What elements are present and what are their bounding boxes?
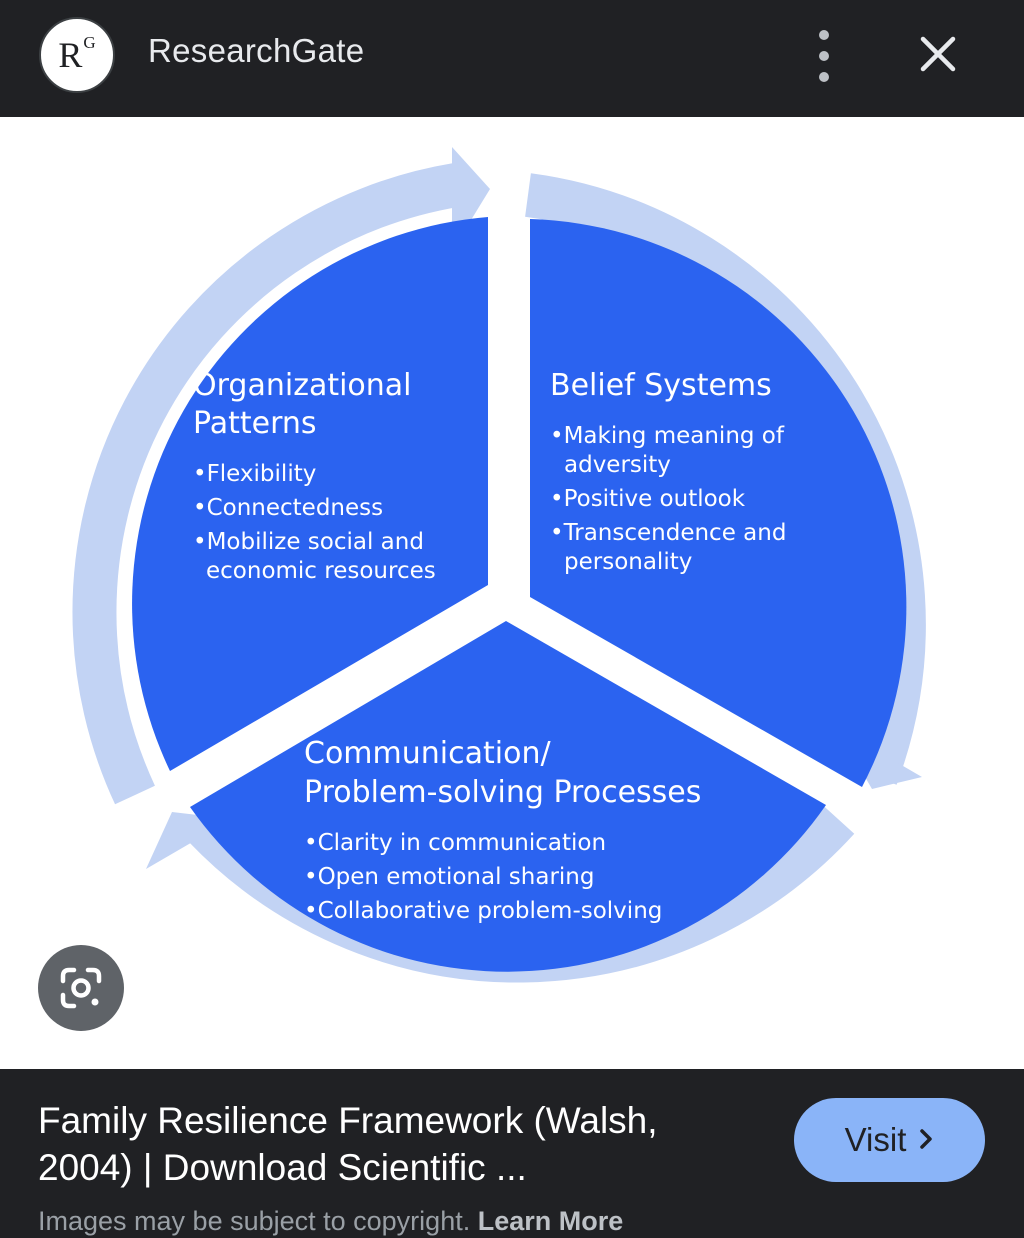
sector-communication [190,621,826,972]
more-options-button[interactable] [806,30,842,82]
result-title[interactable]: Family Resilience Framework (Walsh, 2004… [38,1097,738,1191]
close-button[interactable] [912,28,964,80]
image-preview[interactable]: Organizational Patterns •Flexibility •Co… [0,117,1024,1069]
result-title-line2: 2004) | Download Scientific ... [38,1147,527,1188]
sector-belief-systems [530,219,907,787]
org-bullet-2: •Connectedness [193,495,383,521]
org-bullet-1: •Flexibility [193,461,316,487]
logo-superscript: G [83,33,96,52]
site-name: ResearchGate [148,32,365,69]
chevron-right-icon [918,1121,934,1159]
more-vert-icon-dot [819,72,829,82]
close-icon [920,36,956,72]
org-title-line2: Patterns [193,406,317,441]
google-lens-button[interactable] [38,945,124,1031]
belief-title: Belief Systems [550,368,772,403]
copyright-notice: Images may be subject to copyright. Lear… [38,1206,623,1237]
visit-button[interactable]: Visit [794,1098,985,1182]
org-bullet-3b: economic resources [206,558,436,584]
comm-bullet-3: •Collaborative problem-solving [304,898,662,924]
google-lens-icon [60,967,102,1009]
comm-title-line1: Communication/ [304,736,551,771]
more-vert-icon-dot [819,51,829,61]
comm-title-line2: Problem-solving Processes [304,775,701,810]
visit-label: Visit [844,1121,907,1158]
family-resilience-diagram: Organizational Patterns •Flexibility •Co… [72,147,926,983]
comm-bullet-2: •Open emotional sharing [304,864,594,890]
belief-bullet-1a: •Making meaning of [550,423,785,449]
sector-organizational-patterns [132,217,488,771]
copyright-text: Images may be subject to copyright. [38,1206,471,1236]
learn-more-link[interactable]: Learn More [477,1206,624,1236]
logo-letter: R [58,35,83,75]
comm-bullet-1: •Clarity in communication [304,830,606,856]
more-vert-icon-dot [819,30,829,40]
belief-bullet-2: •Positive outlook [550,486,746,512]
result-title-line1: Family Resilience Framework (Walsh, [38,1100,658,1141]
belief-bullet-3b: personality [564,549,692,575]
bottom-panel: Family Resilience Framework (Walsh, 2004… [0,1069,1024,1238]
belief-bullet-3a: •Transcendence and [550,520,786,546]
org-bullet-3a: •Mobilize social and [193,529,424,555]
org-title-line1: Organizational [193,368,412,403]
ring-arc-top [72,163,460,805]
belief-bullet-1b: adversity [564,452,671,478]
